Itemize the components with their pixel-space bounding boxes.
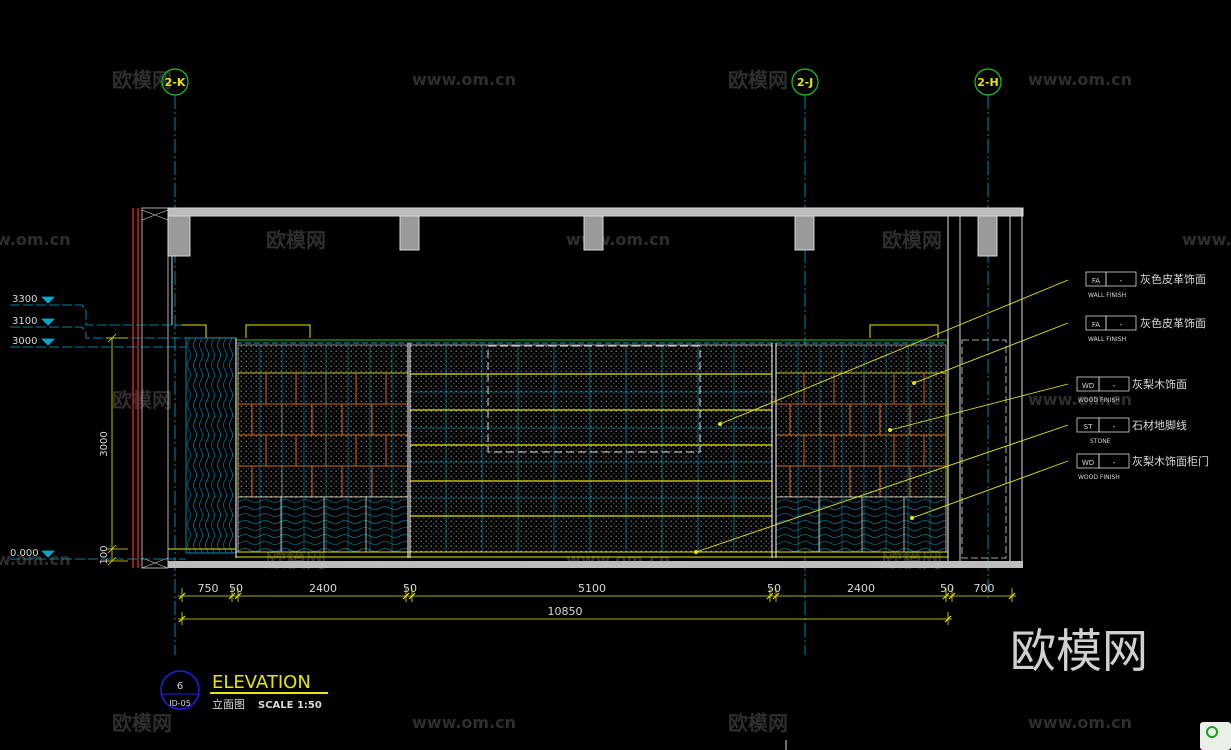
dim-50-a: 50	[229, 582, 243, 595]
watermark-url: w.om.cn	[0, 550, 70, 569]
title-subtitle: 立面图	[212, 697, 245, 711]
grid-bubble-2h	[974, 68, 1002, 96]
watermark-url: www.om.cn	[566, 230, 670, 249]
title-block: 6 ID-05 ELEVATION 立面图 SCALE 1:50	[160, 670, 328, 711]
right-door-outline	[961, 339, 1007, 559]
level-zero: 0.000	[10, 548, 39, 559]
legend-item-2: FA - WALL FINISH 灰色皮革饰面	[1085, 315, 1206, 343]
title-scale: SCALE 1:50	[258, 700, 322, 711]
legend-dash: -	[1120, 276, 1123, 285]
legend-sub: WOOD FINISH	[1078, 474, 1120, 481]
dim-total: 10850	[548, 605, 583, 618]
legend-code: FA	[1092, 321, 1100, 329]
watermark-brand: 欧模网	[112, 68, 172, 92]
legend-item-4: ST - STONE 石材地脚线	[1076, 417, 1187, 445]
floor-slab	[168, 561, 1023, 568]
soffit	[182, 324, 948, 344]
grid-bubble-2k	[161, 68, 189, 96]
grid-label-right: 2-H	[977, 76, 998, 89]
watermark-url: www.om.cn	[1028, 713, 1132, 732]
dim-50-d: 50	[940, 582, 954, 595]
vertical-dimensions	[106, 333, 128, 566]
leader-dots	[694, 381, 916, 554]
watermark-brand: 欧模网	[112, 711, 172, 735]
level-3300: 3300	[12, 294, 37, 305]
watermark-brand: 欧模网	[882, 228, 942, 252]
legend-sub: WALL FINISH	[1088, 292, 1126, 299]
legend-dash: -	[1113, 458, 1116, 467]
divider-posts	[235, 338, 949, 558]
legend-dash: -	[1120, 320, 1123, 329]
display-screen-outline	[487, 345, 701, 453]
level-3100: 3100	[12, 316, 37, 327]
left-cabinet	[237, 344, 409, 553]
level-3000: 3000	[12, 336, 37, 347]
legend-code: WD	[1082, 382, 1094, 390]
watermark-url: www.om.cn	[1028, 70, 1132, 89]
legend-sub: WOOD FINISH	[1078, 397, 1120, 404]
left-column-panel	[185, 337, 237, 554]
watermark-url: www.om.cn	[412, 70, 516, 89]
title-number: 6	[177, 681, 183, 692]
corner-badge	[1200, 722, 1231, 750]
watermark-brand: 欧模网	[728, 711, 788, 735]
dim-50-b: 50	[403, 582, 417, 595]
horizontal-dimensions	[178, 588, 1016, 625]
level-markers	[10, 296, 186, 560]
watermark-brand: 欧模网	[266, 228, 326, 252]
legend-code: WD	[1082, 459, 1094, 467]
dim-5100: 5100	[578, 582, 606, 595]
dim-50-c: 50	[767, 582, 781, 595]
grid-bubble-2j	[791, 68, 819, 96]
legend-code: FA	[1092, 277, 1100, 285]
legend-text: 石材地脚线	[1132, 418, 1187, 432]
leader-lines	[695, 279, 1069, 553]
watermark-url: www.om.cn	[1028, 390, 1132, 409]
watermark-url: w.om.cn	[0, 230, 70, 249]
right-cabinet	[775, 344, 947, 553]
grid-bubbles	[161, 68, 1002, 96]
dim-750: 750	[198, 582, 219, 595]
legend-code: ST	[1084, 423, 1093, 431]
legend-text: 灰色皮革饰面	[1140, 272, 1206, 286]
left-wall	[132, 207, 169, 569]
center-panel	[409, 344, 773, 553]
legend-sub: WALL FINISH	[1088, 336, 1126, 343]
legend-text: 灰色皮革饰面	[1140, 316, 1206, 330]
legend-item-3: WD - WOOD FINISH 灰梨木饰面	[1076, 376, 1187, 404]
dim-2400-b: 2400	[847, 582, 875, 595]
watermark-brand: 欧模网	[728, 68, 788, 92]
legend-dash: -	[1113, 422, 1116, 431]
legend-item-1: FA - WALL FINISH 灰色皮革饰面	[1085, 271, 1206, 299]
legend-dash: -	[1113, 381, 1116, 390]
title-heading: ELEVATION	[212, 672, 311, 693]
watermark-url: www.om.cn	[412, 713, 516, 732]
watermark-url: www.om.cn	[1182, 230, 1231, 249]
legend-item-5: WD - WOOD FINISH 灰梨木饰面柜门	[1076, 453, 1209, 481]
dim-700: 700	[974, 582, 995, 595]
grid-label-left: 2-K	[165, 76, 186, 89]
grid-label-middle: 2-J	[797, 76, 813, 89]
dim-base-100: 100	[99, 545, 110, 564]
legend-text: 灰梨木饰面柜门	[1132, 454, 1209, 468]
skirting	[168, 548, 948, 558]
dim-2400-a: 2400	[309, 582, 337, 595]
big-watermark: 欧模网	[1010, 624, 1148, 678]
title-bubble	[160, 670, 200, 710]
title-sheet: ID-05	[169, 699, 191, 708]
dim-height-3000: 3000	[99, 431, 110, 456]
legend-text: 灰梨木饰面	[1132, 377, 1187, 391]
legend: FA - WALL FINISH 灰色皮革饰面 FA - WALL FINISH…	[1076, 271, 1209, 481]
legend-sub: STONE	[1090, 438, 1111, 445]
